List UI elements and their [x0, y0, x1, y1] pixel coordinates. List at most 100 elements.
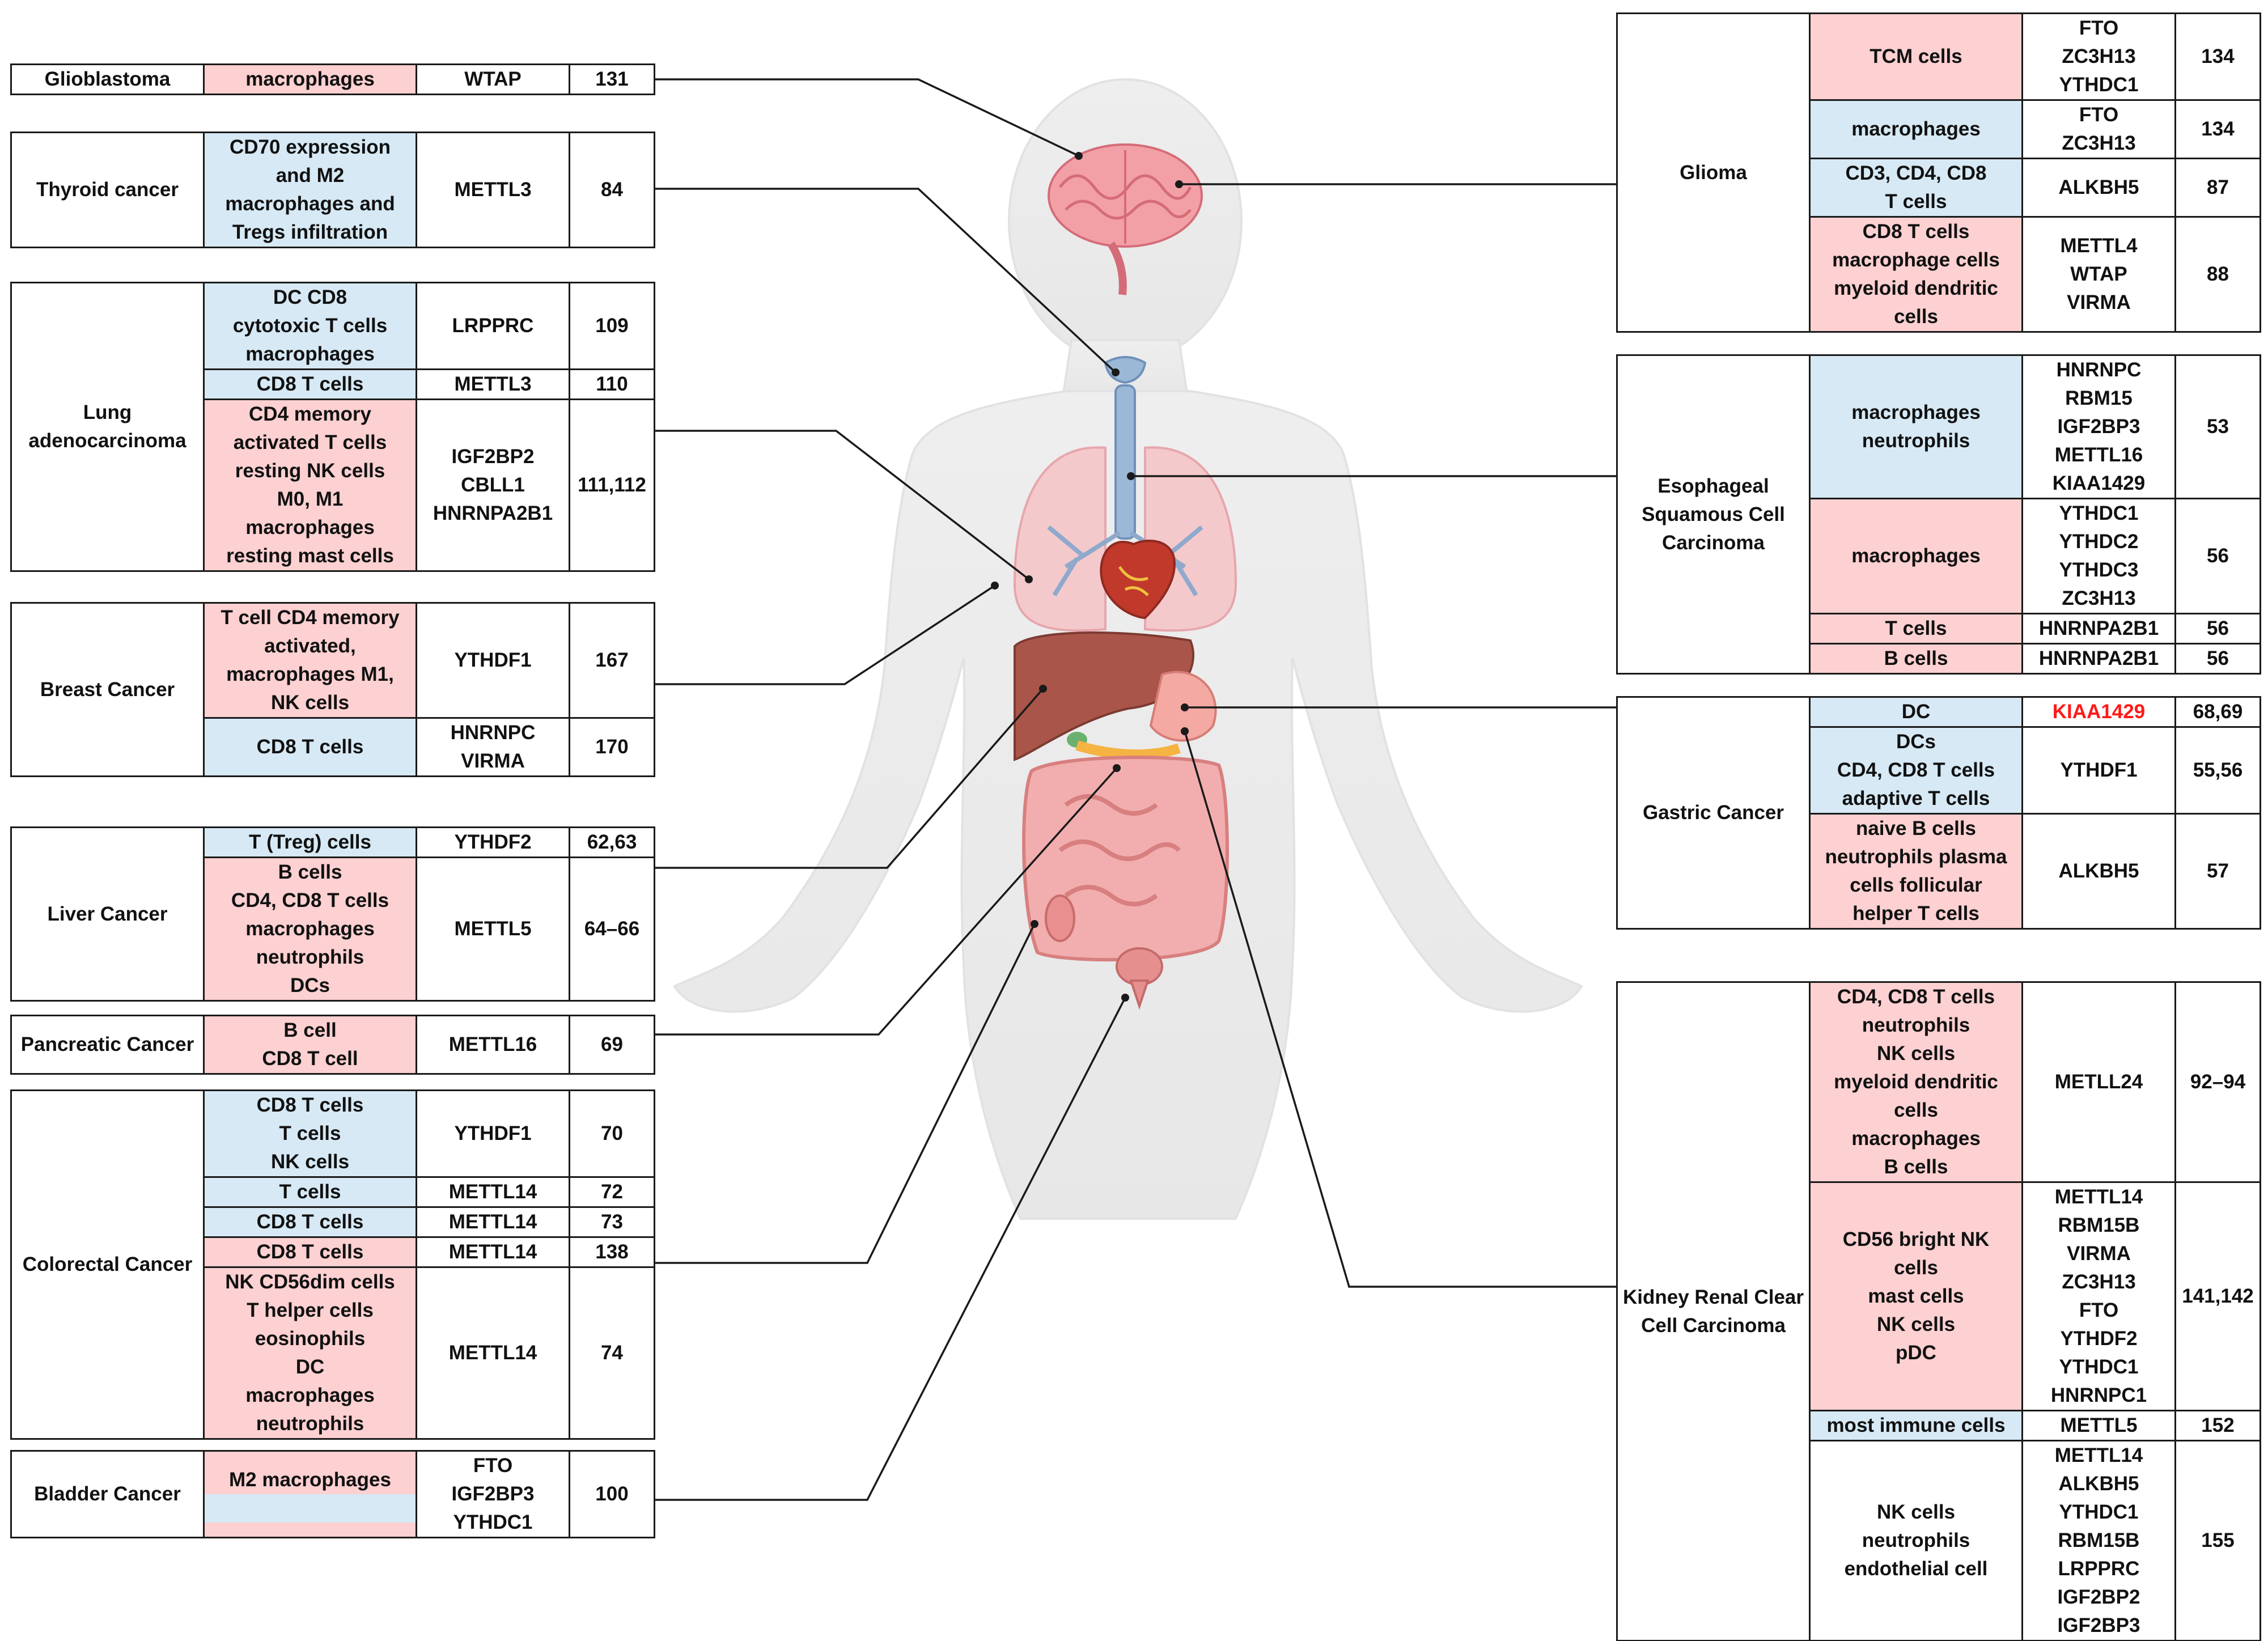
- regulator-line: ALKBH5: [2058, 176, 2139, 198]
- immune-cells: most immune cells: [1809, 1410, 2023, 1441]
- immune-cell-line: DC: [1901, 701, 1931, 723]
- cancer-name: Lung adenocarcinoma: [10, 282, 205, 572]
- immune-cells: CD8 T cells: [203, 368, 417, 400]
- regulator-line: IGF2BP3: [2057, 415, 2140, 438]
- cancer-name: Pancreatic Cancer: [10, 1015, 205, 1075]
- immune-cell-line: endothelial cell: [1844, 1558, 1988, 1580]
- immune-cells: CD8 T cells: [203, 717, 417, 777]
- immune-cell-line: neutrophils plasma: [1825, 846, 2007, 868]
- reference: 100: [569, 1450, 655, 1538]
- regulator-line: RBM15: [2065, 387, 2133, 409]
- line-glioblastoma: [655, 78, 1079, 157]
- immune-cell-line: macrophages: [1851, 401, 1981, 423]
- regulator-line: IGF2BP3: [451, 1483, 535, 1505]
- m6a-regulator: YTHDF1: [2021, 726, 2176, 815]
- regulator-line: YTHDC2: [2059, 531, 2139, 553]
- m6a-regulator: KIAA1429: [2021, 696, 2176, 728]
- immune-cell-line: M2 macrophages: [205, 1466, 415, 1494]
- regulator-line: METTL14: [2054, 1444, 2143, 1466]
- regulator-line: METTL16: [2054, 444, 2143, 466]
- m6a-regulator: WTAP: [416, 63, 570, 95]
- immune-cell-line: T cell CD4 memory: [221, 607, 400, 629]
- regulator-line: HNRNPC1: [2050, 1384, 2147, 1406]
- reference: 134: [2174, 99, 2261, 159]
- regulator-line: RBM15B: [2058, 1214, 2140, 1236]
- regulator-line: VIRMA: [2067, 291, 2131, 313]
- regulator-line: METTL14: [448, 1241, 537, 1263]
- immune-cell-line: macrophages: [1851, 118, 1981, 140]
- immune-cell-line: CD8 T cells: [1862, 221, 1970, 243]
- reference: 74: [569, 1266, 655, 1440]
- regulator-line: LRPPRC: [2058, 1558, 2140, 1580]
- immune-cell-line: mast cells: [1868, 1285, 1964, 1307]
- regulator-line: YTHDF2: [454, 831, 532, 853]
- immune-cell-line: cytotoxic T cells: [232, 315, 388, 337]
- reference: 155: [2174, 1440, 2261, 1641]
- immune-cell-line: CD8 T cell: [262, 1048, 358, 1070]
- reference: 56: [2174, 498, 2261, 614]
- regulator-line: VIRMA: [461, 750, 525, 772]
- reference: 131: [569, 63, 655, 95]
- immune-cells: CD8 T cells: [203, 1236, 417, 1268]
- immune-cell-line: B cells: [1884, 647, 1948, 669]
- immune-cell-line: CD70 expression: [229, 136, 391, 158]
- regulator-line: CBLL1: [461, 474, 525, 496]
- trachea-organ: [1104, 356, 1147, 540]
- immune-cell-line: T cells: [279, 1122, 341, 1144]
- regulator-line: IGF2BP3: [2057, 1614, 2140, 1636]
- regulator-line: HNRNPA2B1: [2038, 617, 2159, 639]
- m6a-regulator: LRPPRC: [416, 282, 570, 370]
- leader-lines: [655, 78, 1616, 1501]
- reference: 53: [2174, 354, 2261, 499]
- regulator-line: FTO: [2079, 17, 2119, 39]
- regulator-line: METTL5: [454, 918, 532, 940]
- line-liver: [655, 688, 1044, 869]
- immune-cells: T (Treg) cells: [203, 826, 417, 858]
- immune-cell-line: B cells: [278, 861, 342, 883]
- regulator-line: YTHDC1: [2059, 502, 2139, 524]
- line-lung: [655, 430, 1030, 580]
- reference: 73: [569, 1206, 655, 1238]
- m6a-regulator: HNRNPA2B1: [2021, 643, 2176, 675]
- regulator-line: YTHDC1: [2059, 1356, 2139, 1378]
- cancer-name: Colorectal Cancer: [10, 1089, 205, 1440]
- immune-cell-line: NK cells: [270, 692, 350, 714]
- regulator-line: YTHDC1: [2059, 1501, 2139, 1523]
- immune-cell-line: pDC: [1896, 1342, 1936, 1364]
- bladder-organ: [1116, 947, 1163, 1010]
- cancer-name: Bladder Cancer: [10, 1450, 205, 1538]
- line-colorectal: [655, 923, 1036, 1264]
- immune-cell-line: Tregs infiltration: [232, 221, 388, 243]
- immune-cells: B cells: [1809, 643, 2023, 675]
- immune-cell-line: and M2: [275, 164, 345, 186]
- regulator-line: ALKBH5: [2058, 1473, 2139, 1495]
- immune-cell-line: macrophages M1,: [226, 663, 394, 685]
- regulator-line: YTHDF2: [2060, 1328, 2138, 1350]
- reference: 70: [569, 1089, 655, 1178]
- immune-cell-line: NK cells: [270, 1151, 350, 1173]
- regulator-line: ZC3H13: [2062, 1271, 2136, 1293]
